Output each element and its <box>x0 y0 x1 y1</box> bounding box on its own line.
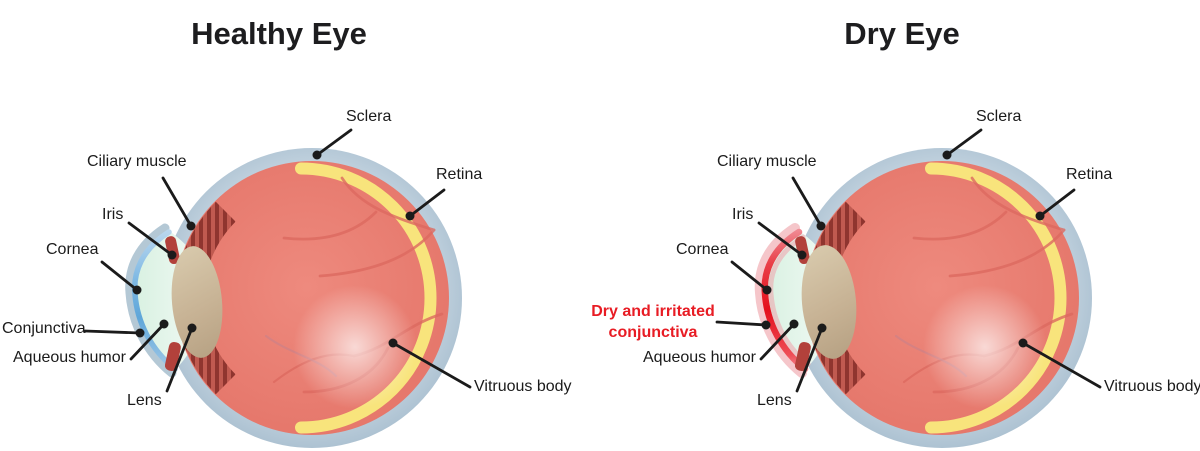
healthy-label-retina: Retina <box>436 166 483 183</box>
lens-shape <box>801 245 857 359</box>
retina-arc <box>295 162 437 434</box>
healthy-label-lens: Lens <box>127 392 162 409</box>
leader-sclera <box>315 128 353 157</box>
dry-irritated-conjunctiva-rim <box>761 228 809 373</box>
leader-aqueous-humor <box>759 322 796 361</box>
leader-iris <box>127 221 174 257</box>
conjunctiva-inner-irritation-fade <box>768 234 811 367</box>
dry-label-vitreous-body: Vitruous body <box>1104 378 1200 395</box>
dry-label-cornea: Cornea <box>676 241 729 258</box>
leader-ciliary-muscle <box>161 176 193 228</box>
cornea-outer-band <box>125 223 177 378</box>
dry-label-aqueous-humor: Aqueous humor <box>643 349 756 366</box>
healthy-eye-title: Healthy Eye <box>191 16 367 51</box>
leader-ciliary-muscle <box>791 176 823 228</box>
leader-retina <box>1038 188 1076 218</box>
dry-leader-dots <box>761 150 1045 348</box>
healthy-label-ciliary-muscle: Ciliary muscle <box>87 153 187 170</box>
dry-label-lens: Lens <box>757 392 792 409</box>
healthy-leader-lines <box>83 128 472 393</box>
healthy-leader-dots <box>132 150 415 348</box>
healthy-label-vitreous-body: Vitruous body <box>474 378 572 395</box>
leader-sclera <box>945 128 983 157</box>
cornea-outer-band <box>754 223 807 378</box>
leader-dry-conjunctiva <box>715 320 768 327</box>
dry-eyeball <box>754 148 1092 448</box>
healthy-label-conjunctiva: Conjunctiva <box>2 320 86 337</box>
leader-vitreous-body <box>391 341 472 389</box>
leader-cornea <box>730 260 769 292</box>
leader-vitreous-body <box>1021 341 1102 389</box>
leader-iris <box>757 221 804 257</box>
dry-label-iris: Iris <box>732 206 754 223</box>
leader-lens <box>165 326 194 393</box>
dry-label-sclera: Sclera <box>976 108 1022 125</box>
healthy-eyeball <box>125 148 462 448</box>
lens-shape <box>171 246 223 358</box>
healthy-label-iris: Iris <box>102 206 124 223</box>
light-reflection-spot <box>923 285 1047 409</box>
cornea-healthy-blue-rim <box>132 229 178 372</box>
healthy-label-aqueous-humor: Aqueous humor <box>13 349 126 366</box>
light-reflection-spot <box>293 285 417 409</box>
leader-aqueous-humor <box>129 322 166 361</box>
leader-lens <box>795 326 824 393</box>
dry-eye-title: Dry Eye <box>844 16 960 51</box>
dry-label-retina: Retina <box>1066 166 1113 183</box>
leader-cornea <box>100 260 139 292</box>
dry-label-conjunctiva: Dry and irritated conjunctiva <box>591 303 715 341</box>
dry-label-ciliary-muscle: Ciliary muscle <box>717 153 817 170</box>
retina-arc <box>925 162 1067 434</box>
dry-leader-lines <box>715 128 1102 393</box>
leader-retina <box>408 188 446 218</box>
healthy-label-cornea: Cornea <box>46 241 99 258</box>
leader-conjunctiva <box>83 329 142 335</box>
healthy-label-sclera: Sclera <box>346 108 392 125</box>
